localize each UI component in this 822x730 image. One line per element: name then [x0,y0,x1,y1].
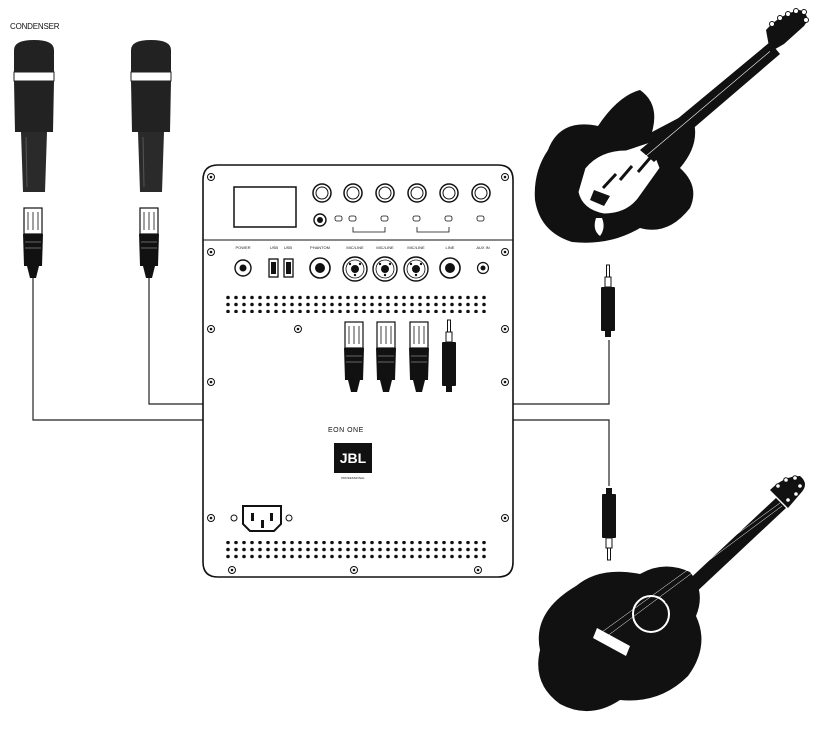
display-screen [233,186,297,228]
port-label-line: LINE [445,245,455,250]
electric-guitar-jack [600,264,616,338]
acoustic-guitar [538,475,805,712]
vent-grille-top [224,293,488,313]
acoustic-guitar-jack [601,487,617,561]
power-inlet [230,505,293,532]
condenser-mic-2 [130,39,172,193]
port-label-usb-1: USB [269,245,279,250]
port-label-mic-line-2: MIC/LINE [376,245,394,250]
port-label-usb-2: USB [283,245,293,250]
port-label-aux: AUX IN [476,245,490,250]
mic-line-input-2 [372,256,398,282]
brand-subtitle: PROFESSIONAL [341,476,365,480]
mic1-xlr-connector [22,207,44,279]
condenser-mic-1 [13,39,55,193]
port-label-mic-line-3: MIC/LINE [407,245,425,250]
port-label-mic-line-1: MIC/LINE [346,245,364,250]
mic-line-input-3 [403,256,429,282]
port-label-phantom: PHANTOM [310,245,330,250]
electric-guitar [534,8,809,243]
jbl-logo: JBL [334,443,372,473]
mic-line-input-1 [342,256,368,282]
mic2-xlr-connector [138,207,160,279]
model-name: EON ONE [328,427,364,434]
vent-grille-bottom [224,541,488,561]
mic-type-label: CONDENSER [10,22,60,31]
port-label-power: POWER [235,245,251,250]
